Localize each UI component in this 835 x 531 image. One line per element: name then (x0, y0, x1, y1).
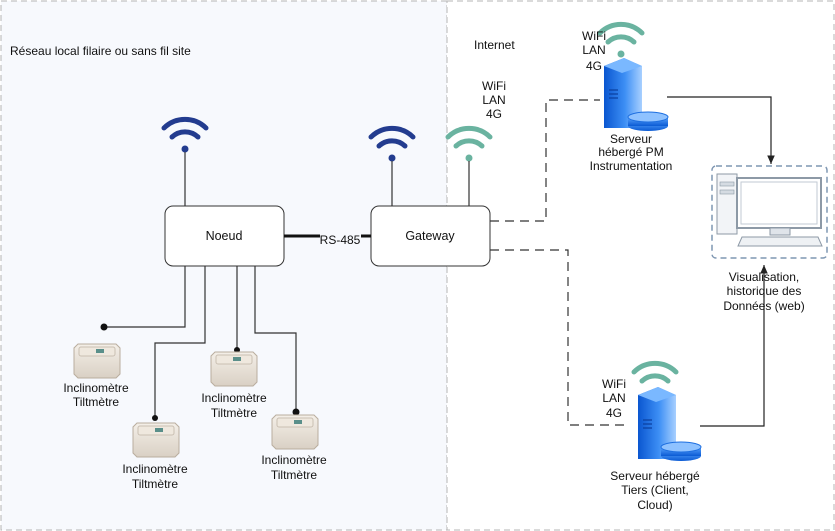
svg-text:Données (web): Données (web) (723, 299, 804, 313)
svg-text:WiFi: WiFi (602, 377, 626, 391)
server-pm-label: Serveur hébergé PM Instrumentation (590, 132, 673, 173)
rs485-label: RS-485 (320, 233, 361, 247)
svg-text:LAN: LAN (482, 93, 505, 107)
svg-text:Instrumentation: Instrumentation (590, 159, 673, 173)
sensor-1-line1: Inclinomètre (63, 381, 129, 395)
server-pm-icon[interactable] (604, 58, 669, 131)
svg-text:Tiers (Client,: Tiers (Client, (621, 483, 689, 497)
svg-text:Visualisation,: Visualisation, (729, 270, 800, 284)
sensor-1-line2: Tiltmètre (73, 395, 120, 409)
sensor-2-line1: Inclinomètre (122, 462, 188, 476)
svg-text:Cloud): Cloud) (637, 498, 672, 512)
svg-text:Serveur hébergé: Serveur hébergé (610, 469, 700, 483)
svg-text:4G: 4G (606, 406, 622, 420)
internet-zone-title: Internet (474, 38, 515, 52)
svg-text:LAN: LAN (582, 43, 605, 57)
sensor-4-line2: Tiltmètre (271, 468, 318, 482)
svg-text:LAN: LAN (602, 391, 625, 405)
visualisation-computer-icon[interactable] (711, 165, 828, 259)
tiers-to-visualisation-arrow (700, 265, 768, 427)
server-tiers-connectivity: WiFi LAN 4G (602, 377, 626, 420)
svg-text:WiFi: WiFi (582, 29, 606, 43)
svg-text:4G: 4G (586, 59, 602, 73)
gateway-wifi-icon (368, 125, 416, 162)
sensor-1[interactable] (73, 343, 121, 379)
sensor-2-line2: Tiltmètre (132, 477, 179, 491)
server-tiers-icon[interactable] (638, 387, 702, 461)
svg-text:Serveur: Serveur (610, 132, 652, 146)
noeud-wifi-icon (161, 116, 209, 153)
server-tiers-label: Serveur hébergé Tiers (Client, Cloud) (610, 469, 700, 512)
server-pm-wifi-icon (597, 21, 645, 58)
local-zone-title: Réseau local filaire ou sans fil site (10, 44, 191, 58)
sensor-3-line1: Inclinomètre (201, 391, 267, 405)
visualisation-label: Visualisation, historique des Données (w… (723, 270, 804, 313)
sensor-4[interactable] (271, 414, 319, 450)
gateway-label: Gateway (405, 229, 455, 243)
svg-text:hébergé PM: hébergé PM (598, 145, 663, 159)
gateway-internet-links (490, 99, 625, 426)
server-pm-connectivity: WiFi LAN 4G (582, 29, 606, 73)
sensor-3[interactable] (210, 351, 258, 387)
gateway-internet-wifi-icon (445, 125, 493, 162)
gateway-connectivity-label: WiFi LAN 4G (482, 79, 506, 121)
sensor-4-line1: Inclinomètre (261, 453, 327, 467)
svg-text:WiFi: WiFi (482, 79, 506, 93)
svg-text:4G: 4G (486, 107, 502, 121)
sensor-wires (104, 266, 297, 418)
noeud-label: Noeud (206, 229, 243, 243)
pm-to-visualisation-arrow (667, 96, 775, 164)
svg-text:historique des: historique des (727, 284, 802, 298)
sensor-2[interactable] (132, 422, 180, 458)
sensor-3-line2: Tiltmètre (211, 406, 258, 420)
